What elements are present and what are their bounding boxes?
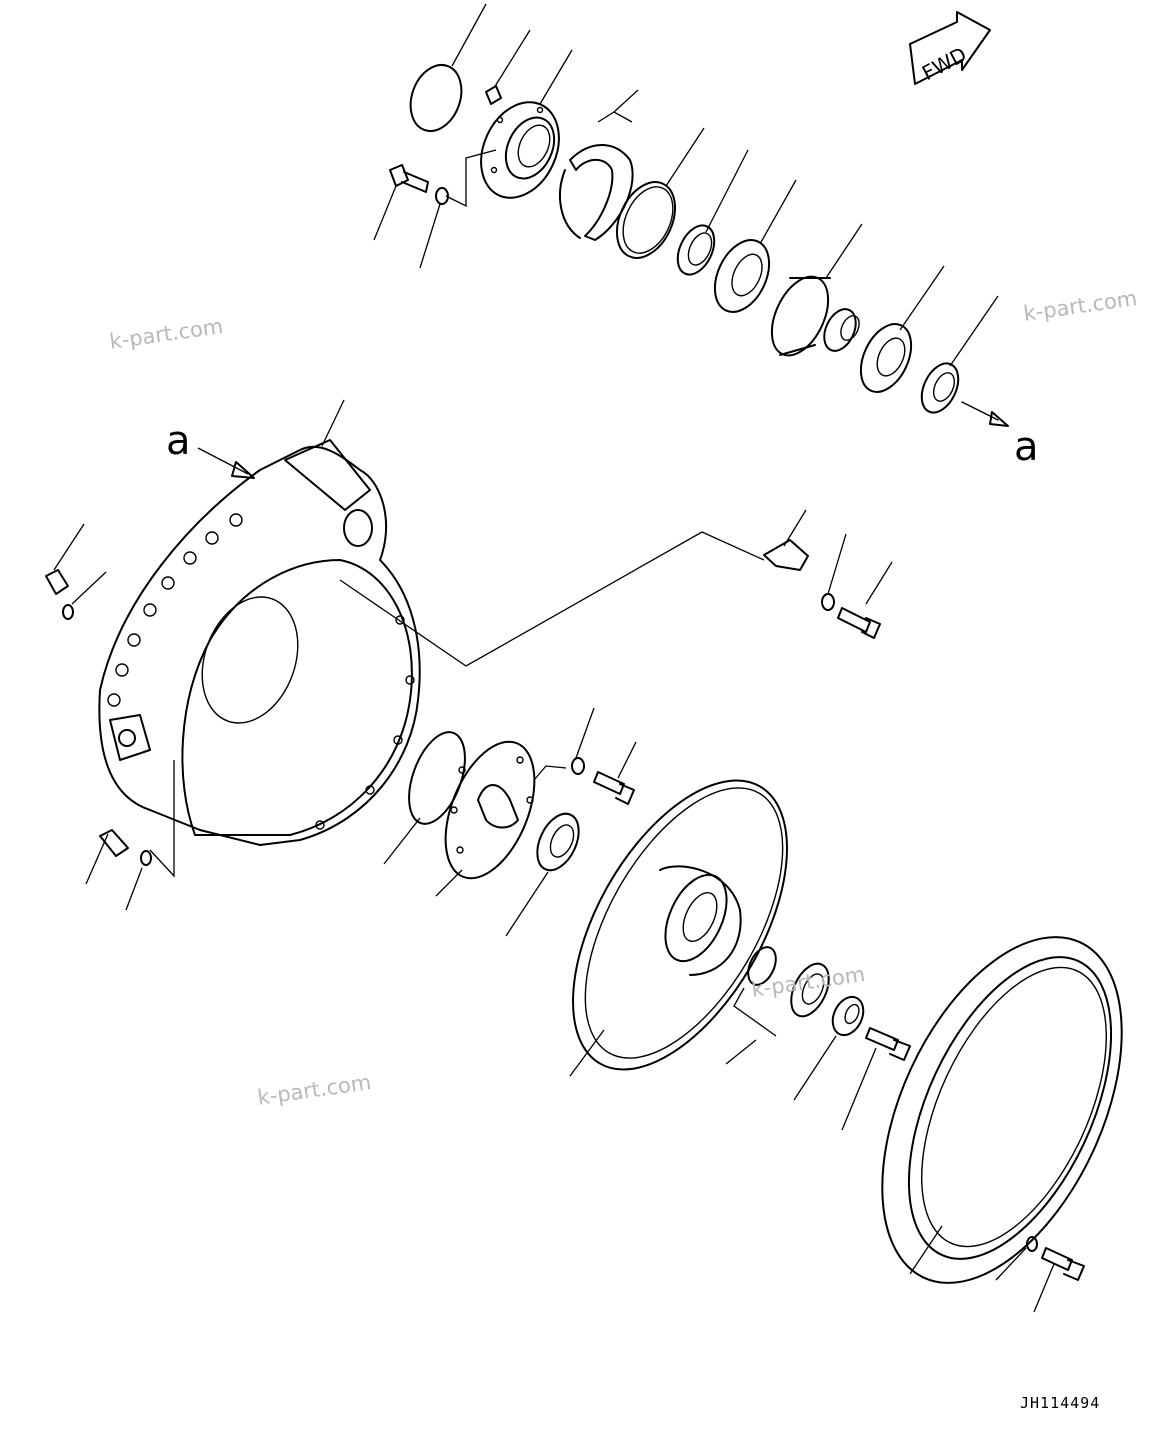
shim-set xyxy=(559,144,634,241)
end-bearing xyxy=(920,362,960,414)
bracket-bolt xyxy=(837,607,881,639)
washer-middle xyxy=(571,757,585,775)
reference-label-end: a xyxy=(1014,424,1039,470)
cap-lower xyxy=(831,995,865,1037)
plug-lower-left xyxy=(99,829,152,866)
drive-plate xyxy=(572,779,788,1071)
bolt-top xyxy=(389,164,429,193)
roller-bearing-2 xyxy=(859,323,913,393)
roller-bearing-1 xyxy=(713,239,771,313)
reference-label-start: a xyxy=(166,418,191,464)
bolt-middle xyxy=(593,771,635,805)
bearing-sleeve xyxy=(747,946,777,986)
plug-upper-left xyxy=(45,569,74,620)
ring-gear xyxy=(881,936,1123,1284)
pump-hub xyxy=(444,740,536,880)
leader-lines xyxy=(53,3,1055,1313)
output-gear xyxy=(770,275,860,357)
transmission-housing xyxy=(98,439,421,846)
bracket-washer xyxy=(821,593,835,611)
fwd-arrow-icon xyxy=(909,11,991,85)
snap-ring xyxy=(615,181,677,259)
drawing-code: JH114494 xyxy=(1020,1394,1101,1412)
bearing-middle xyxy=(536,812,580,872)
o-ring-top xyxy=(409,64,463,132)
spacer-ring xyxy=(676,224,716,276)
washer-top xyxy=(435,187,449,205)
bearing-lower xyxy=(790,962,830,1018)
flow-arrow-icon xyxy=(961,401,1009,427)
plug-top xyxy=(485,85,502,105)
washer-ring-gear xyxy=(1026,1236,1038,1252)
bolt-ring-gear xyxy=(1041,1247,1085,1281)
bracket xyxy=(763,539,809,571)
bearing-cage xyxy=(480,101,560,199)
bolt-lower xyxy=(865,1027,911,1061)
